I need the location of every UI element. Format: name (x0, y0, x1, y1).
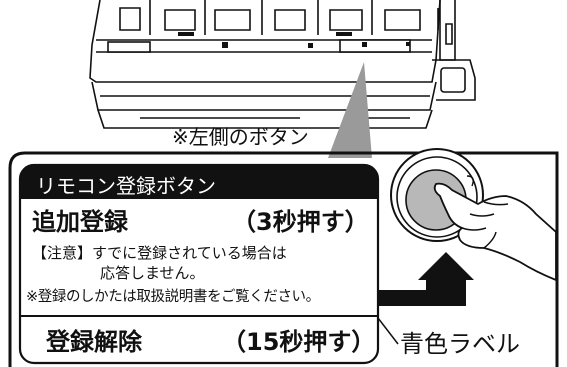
outer-frame (8, 151, 559, 367)
callout-wedge (328, 62, 372, 158)
add-registration-label: 追加登録 (32, 208, 128, 236)
note-line-2: 応答しません。 (100, 264, 205, 282)
panel-title-bar (20, 165, 378, 199)
add-registration-duration: （3秒押す） (232, 208, 369, 236)
indoor-unit-illustration (89, 0, 476, 129)
blue-label-caption: 青色ラベル (400, 330, 520, 358)
remove-registration-duration: （15秒押す） (222, 328, 376, 356)
left-button-caption: ※左側のボタン (172, 125, 309, 149)
panel-title: リモコン登録ボタン (36, 174, 216, 198)
note-line-1: 【注意】すでに登録されている場合は (32, 244, 287, 262)
arrow-up-icon (378, 252, 474, 306)
remove-registration-label: 登録解除 (46, 328, 142, 356)
hand-pressing-button-icon (390, 148, 557, 282)
blue-label-leader (377, 317, 399, 345)
note-line-3: ※登録のしかたは取扱説明書をご覧ください。 (26, 289, 320, 305)
